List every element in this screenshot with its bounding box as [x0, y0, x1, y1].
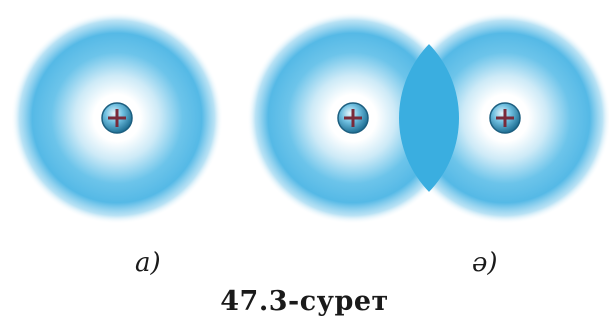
- figure-caption: 47.3-сурет: [0, 286, 609, 317]
- atom-pair: [247, 12, 609, 224]
- nucleus-left: [338, 103, 368, 133]
- atom-a: [11, 12, 223, 224]
- label-part-a: а): [135, 248, 161, 278]
- label-part-b: ә): [472, 248, 498, 278]
- nucleus-right: [490, 103, 520, 133]
- nucleus-a: [102, 103, 132, 133]
